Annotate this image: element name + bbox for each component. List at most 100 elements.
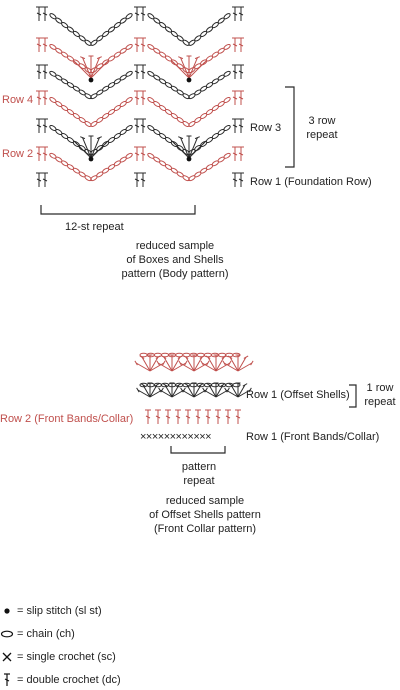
dc-stitch-top bbox=[202, 140, 207, 145]
chain-stitch bbox=[223, 70, 231, 77]
dc-stitch-top bbox=[171, 60, 176, 65]
dc-stitch-top bbox=[243, 355, 249, 359]
dc-stitch bbox=[75, 62, 92, 79]
dc-stitch bbox=[193, 362, 209, 372]
dc-stitch-bar bbox=[36, 96, 42, 100]
dc-stitch bbox=[173, 62, 190, 79]
dc-stitch-top bbox=[226, 387, 230, 393]
dc-stitch bbox=[141, 356, 151, 372]
dc-stitch-bar bbox=[134, 124, 140, 128]
dc-stitch-bar bbox=[232, 12, 238, 16]
dc-stitch-top bbox=[162, 383, 168, 387]
dc-stitch-top bbox=[80, 136, 86, 140]
dc-stitch bbox=[90, 137, 100, 159]
dc-stitch bbox=[193, 356, 203, 372]
offset-shells-row-label: Row 1 (Offset Shells) bbox=[246, 389, 350, 401]
dc-stitch bbox=[188, 57, 198, 79]
dc-stitch bbox=[223, 362, 239, 372]
double-crochet-icon bbox=[4, 673, 10, 686]
dc-stitch bbox=[90, 57, 100, 79]
dc-stitch-bar bbox=[155, 415, 161, 419]
dc-stitch-bar bbox=[140, 152, 146, 156]
dc-stitch bbox=[229, 356, 239, 372]
dc-stitch-bar bbox=[215, 415, 221, 419]
dc-stitch-bar bbox=[238, 43, 244, 47]
dc-stitch-bar bbox=[42, 43, 48, 47]
sc-row: ×××××××××××× bbox=[140, 431, 212, 443]
chain-stitch bbox=[223, 13, 231, 20]
dc-stitch-top bbox=[154, 383, 160, 387]
legend-chain: = chain (ch) bbox=[0, 627, 75, 641]
dc-stitch bbox=[215, 362, 231, 372]
dc-stitch-bar bbox=[36, 43, 42, 47]
one-row-repeat-label: 1 row repeat bbox=[364, 382, 396, 408]
chain-stitch bbox=[146, 382, 155, 388]
diagram2-caption: reduced sample of Offset Shells pattern … bbox=[149, 495, 261, 535]
dc-stitch-bar bbox=[42, 70, 48, 74]
chain-stitch bbox=[125, 96, 133, 104]
dc-stitch bbox=[171, 356, 181, 372]
dc-stitch-bar bbox=[238, 124, 244, 128]
dc-stitch-top bbox=[176, 383, 182, 387]
dc-stitch-bar bbox=[140, 43, 146, 47]
dc-stitch-top bbox=[96, 56, 102, 60]
stitch-repeat-label: 12-st repeat bbox=[65, 221, 124, 233]
chain-stitch bbox=[153, 352, 162, 358]
dc-stitch-top bbox=[156, 360, 160, 366]
dc-stitch-top bbox=[80, 56, 86, 60]
dc-stitch-bar bbox=[145, 415, 151, 419]
dc-stitch-top bbox=[248, 387, 252, 393]
dc-stitch-bar bbox=[238, 70, 244, 74]
slip-stitch bbox=[88, 156, 94, 162]
dc-stitch bbox=[203, 389, 217, 398]
dc-stitch-top bbox=[136, 387, 140, 393]
dc-stitch-bar bbox=[134, 43, 140, 47]
dc-stitch-top bbox=[73, 140, 78, 145]
dc-stitch-bar bbox=[36, 124, 42, 128]
dc-stitch-bar bbox=[232, 43, 238, 47]
dc-stitch-bar bbox=[185, 415, 191, 419]
dc-stitch bbox=[180, 57, 190, 79]
legend-double-crochet-text: = double crochet (dc) bbox=[17, 674, 121, 686]
dc-stitch-bar bbox=[134, 12, 140, 16]
chain-stitch bbox=[203, 352, 212, 358]
front-bands-row1-label: Row 1 (Front Bands/Collar) bbox=[246, 431, 380, 443]
dc-stitch-bar bbox=[134, 96, 140, 100]
dc-stitch-top bbox=[202, 60, 207, 65]
dc-stitch-top bbox=[204, 387, 208, 393]
one-row-repeat-bracket bbox=[349, 384, 357, 408]
dc-stitch bbox=[237, 389, 251, 398]
dc-stitch-top bbox=[194, 136, 200, 140]
dc-stitch-bar bbox=[36, 12, 42, 16]
dc-stitch-bar bbox=[134, 152, 140, 156]
dc-stitch bbox=[215, 356, 225, 372]
dc-stitch-top bbox=[250, 360, 254, 366]
chain-stitch bbox=[160, 352, 170, 358]
chain-stitch bbox=[218, 352, 227, 358]
dc-stitch-top bbox=[178, 56, 184, 60]
dc-stitch-top bbox=[206, 360, 210, 366]
dc-stitch bbox=[149, 362, 165, 372]
legend-single-crochet: = single crochet (sc) bbox=[0, 650, 116, 664]
dc-stitch-bar bbox=[42, 12, 48, 16]
dc-stitch bbox=[163, 356, 173, 372]
dc-stitch-top bbox=[104, 140, 109, 145]
legend-slip-stitch: = slip stitch (sl st) bbox=[0, 604, 102, 618]
chain-stitch bbox=[223, 43, 231, 50]
dc-stitch-bar bbox=[42, 152, 48, 156]
dc-stitch-top bbox=[134, 360, 138, 366]
slip-stitch bbox=[88, 77, 94, 83]
row2-label: Row 2 bbox=[2, 148, 34, 160]
dc-stitch bbox=[180, 137, 190, 159]
dc-stitch-bar bbox=[42, 124, 48, 128]
dc-stitch-top bbox=[73, 60, 78, 65]
slip-stitch bbox=[186, 156, 192, 162]
dc-stitch-bar bbox=[165, 415, 171, 419]
dc-stitch bbox=[135, 362, 151, 372]
dc-stitch-bar bbox=[195, 415, 201, 419]
dc-stitch bbox=[207, 356, 217, 372]
dc-stitch bbox=[237, 362, 253, 372]
dc-stitch-bar bbox=[225, 415, 231, 419]
dc-stitch-bar bbox=[140, 70, 146, 74]
dc-stitch-top bbox=[220, 383, 226, 387]
